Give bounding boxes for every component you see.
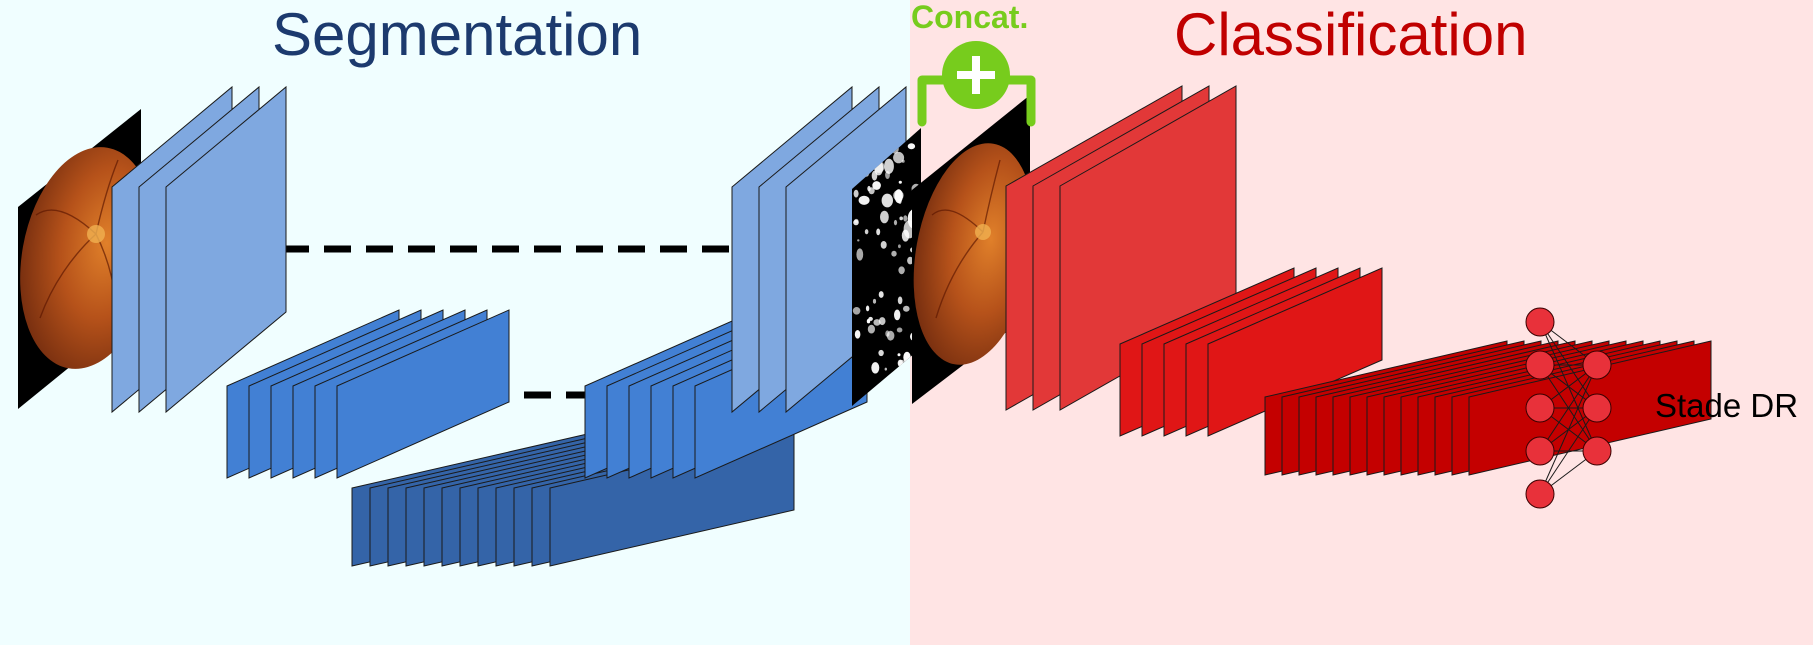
feature-map xyxy=(165,85,287,414)
output-label: Stade DR xyxy=(1655,387,1799,424)
neuron xyxy=(1525,307,1555,337)
fully-connected-network xyxy=(1525,307,1612,509)
plus-bracket-icon xyxy=(917,41,1036,127)
neuron xyxy=(1525,393,1555,423)
encoder-level-2 xyxy=(226,309,510,479)
lesion-mask-icon xyxy=(852,128,921,406)
segmentation-title: Segmentation xyxy=(272,1,643,68)
feature-map xyxy=(336,309,510,479)
neuron xyxy=(1525,479,1555,509)
neuron xyxy=(1582,393,1612,423)
encoder-level-1 xyxy=(111,85,287,414)
fc-connection xyxy=(1539,364,1598,452)
concat-label: Concat. xyxy=(911,0,1029,35)
classification-level-2 xyxy=(1119,267,1383,437)
fc-connection xyxy=(1539,407,1598,495)
neuron xyxy=(1582,350,1612,380)
classification-title: Classification xyxy=(1174,1,1528,68)
neuron xyxy=(1525,436,1555,466)
feature-maps xyxy=(18,85,907,567)
neuron xyxy=(1582,436,1612,466)
feature-map xyxy=(1207,267,1383,437)
fc-connection xyxy=(1539,364,1598,495)
neuron xyxy=(1525,350,1555,380)
concat-retina-icon xyxy=(912,95,1035,404)
